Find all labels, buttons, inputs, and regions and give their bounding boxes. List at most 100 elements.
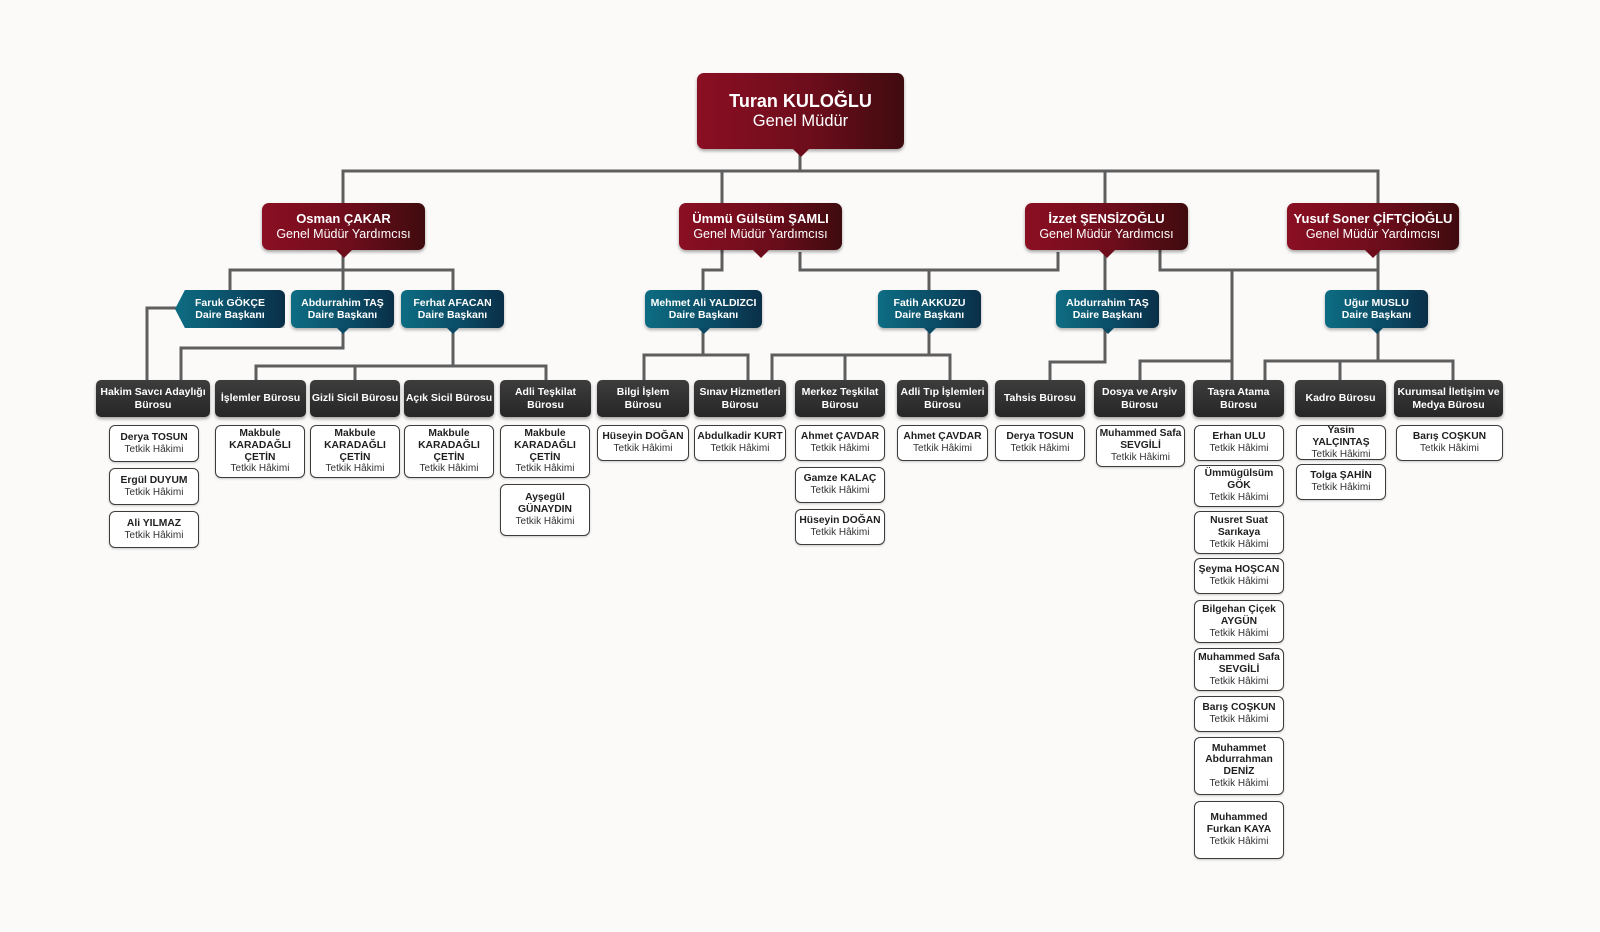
office-node: Kadro Bürosu [1295,380,1386,417]
staff-title: Tetkik Hâkimi [1311,448,1371,460]
staff-title: Tetkik Hâkimi [515,516,575,528]
staff-name: Derya TOSUN [120,431,188,443]
department-head-name: Ferhat AFACAN [413,296,492,309]
staff-name: Tolga ŞAHİN [1310,470,1372,482]
staff-name: Erhan ULU [1212,431,1266,443]
staff-name: Muhammed Furkan KAYA [1206,812,1272,836]
department-head-role: Daire Başkanı [1072,309,1143,321]
staff-title: Tetkik Hâkimi [124,529,184,541]
staff-title: Tetkik Hâkimi [1209,538,1269,550]
office-name: İşlemler Bürosu [220,392,301,405]
staff-name: Barış COŞKUN [1412,431,1487,443]
deputy-node: İzzet ŞENSİZOĞLU Genel Müdür Yardımcısı [1025,203,1188,258]
staff-title: Tetkik Hâkimi [325,463,385,475]
staff-name: Ali YILMAZ [126,517,182,529]
staff-name: Makbule KARADAĞLI ÇETİN [324,428,386,463]
office-node: Adli Teşkilat Bürosu [500,380,591,417]
office-name: Hakim Savcı Adaylığı Bürosu [100,386,206,411]
department-head-role: Daire Başkanı [307,309,378,321]
office-node: Gizli Sicil Bürosu [310,380,400,417]
staff-name: Gamze KALAÇ [803,473,877,485]
department-head-node: Uğur MUSLU Daire Başkanı [1325,290,1428,334]
staff-title: Tetkik Hâkimi [1209,714,1269,726]
department-head-role: Daire Başkanı [668,309,739,321]
staff-title: Tetkik Hâkimi [1010,443,1070,455]
office-node: Kurumsal İletişim ve Medya Bürosu [1394,380,1503,417]
deputy-name: İzzet ŞENSİZOĞLU [1048,210,1165,226]
department-head-name: Faruk GÖKÇE [194,296,265,309]
department-head-name: Abdurrahim TAŞ [1066,296,1149,309]
staff-title: Tetkik Hâkimi [913,443,972,455]
office-name: Merkez Teşkilat Bürosu [801,386,879,411]
department-head-role: Daire Başkanı [1341,309,1412,321]
office-node: Adli Tıp İşlemleri Bürosu [897,380,988,417]
staff-title: Tetkik Hâkimi [1311,482,1371,494]
office-name: Dosya ve Arşiv Bürosu [1102,386,1177,411]
staff-title: Tetkik Hâkimi [1420,443,1479,455]
staff-name: Hüseyin DOĞAN [799,515,881,527]
office-name: Gizli Sicil Bürosu [311,392,399,405]
office-name: Tahsis Bürosu [1003,392,1077,405]
staff-title: Tetkik Hâkimi [515,463,575,475]
office-node: Açık Sicil Bürosu [404,380,494,417]
department-head-name: Abdurrahim TAŞ [301,296,384,309]
staff-name: Hüseyin DOĞAN [602,431,684,443]
staff-title: Tetkik Hâkimi [1209,675,1269,687]
staff-name: Nusret Suat Sarıkaya [1210,514,1268,538]
department-head-role: Daire Başkanı [195,309,265,321]
staff-name: Ayşegül GÜNAYDIN [518,492,572,516]
office-name: Kurumsal İletişim ve Medya Bürosu [1397,386,1500,411]
staff-name: Muhammed Safa SEVGİLİ [1198,651,1280,675]
staff-name: Makbule KARADAĞLI ÇETİN [418,428,480,463]
deputy-name: Yusuf Soner ÇİFTÇİOĞLU [1293,210,1453,226]
office-name: Adli Teşkilat Bürosu [514,386,577,411]
staff-title: Tetkik Hâkimi [1209,576,1269,588]
staff-name: Ahmet ÇAVDAR [800,431,880,443]
department-head-node: Mehmet Ali YALDIZCI Daire Başkanı [645,290,762,334]
staff-title: Tetkik Hâkimi [1209,443,1269,455]
deputy-role: Genel Müdür Yardımcısı [1039,226,1174,241]
staff-name: Şeyma HOŞCAN [1198,564,1280,576]
office-name: Sınav Hizmetleri Bürosu [699,386,781,411]
staff-title: Tetkik Hâkimi [1209,777,1269,789]
department-head-node: Abdurrahim TAŞ Daire Başkanı [291,290,394,334]
department-head-node: Abdurrahim TAŞ Daire Başkanı [1056,290,1159,334]
staff-name: Yasin YALÇINTAŞ [1312,424,1370,448]
staff-title: Tetkik Hâkimi [710,443,770,455]
staff-title: Tetkik Hâkimi [124,443,184,455]
office-node: Hakim Savcı Adaylığı Bürosu [96,380,210,417]
department-head-name: Mehmet Ali YALDIZCI [650,296,757,309]
staff-name: Abdulkadir KURT [697,431,783,443]
staff-name: Ergül DUYUM [120,474,188,486]
deputy-node: Osman ÇAKAR Genel Müdür Yardımcısı [262,203,425,258]
office-node: Dosya ve Arşiv Bürosu [1094,380,1185,417]
staff-title: Tetkik Hâkimi [419,463,479,475]
staff-title: Tetkik Hâkimi [810,443,870,455]
staff-name: Ahmet ÇAVDAR [903,431,982,443]
deputy-node: Ümmü Gülsüm ŞAMLI Genel Müdür Yardımcısı [679,203,842,258]
department-head-name: Uğur MUSLU [1344,296,1409,309]
head-name: Turan KULOĞLU [729,90,872,111]
office-node: Tahsis Bürosu [995,380,1085,417]
